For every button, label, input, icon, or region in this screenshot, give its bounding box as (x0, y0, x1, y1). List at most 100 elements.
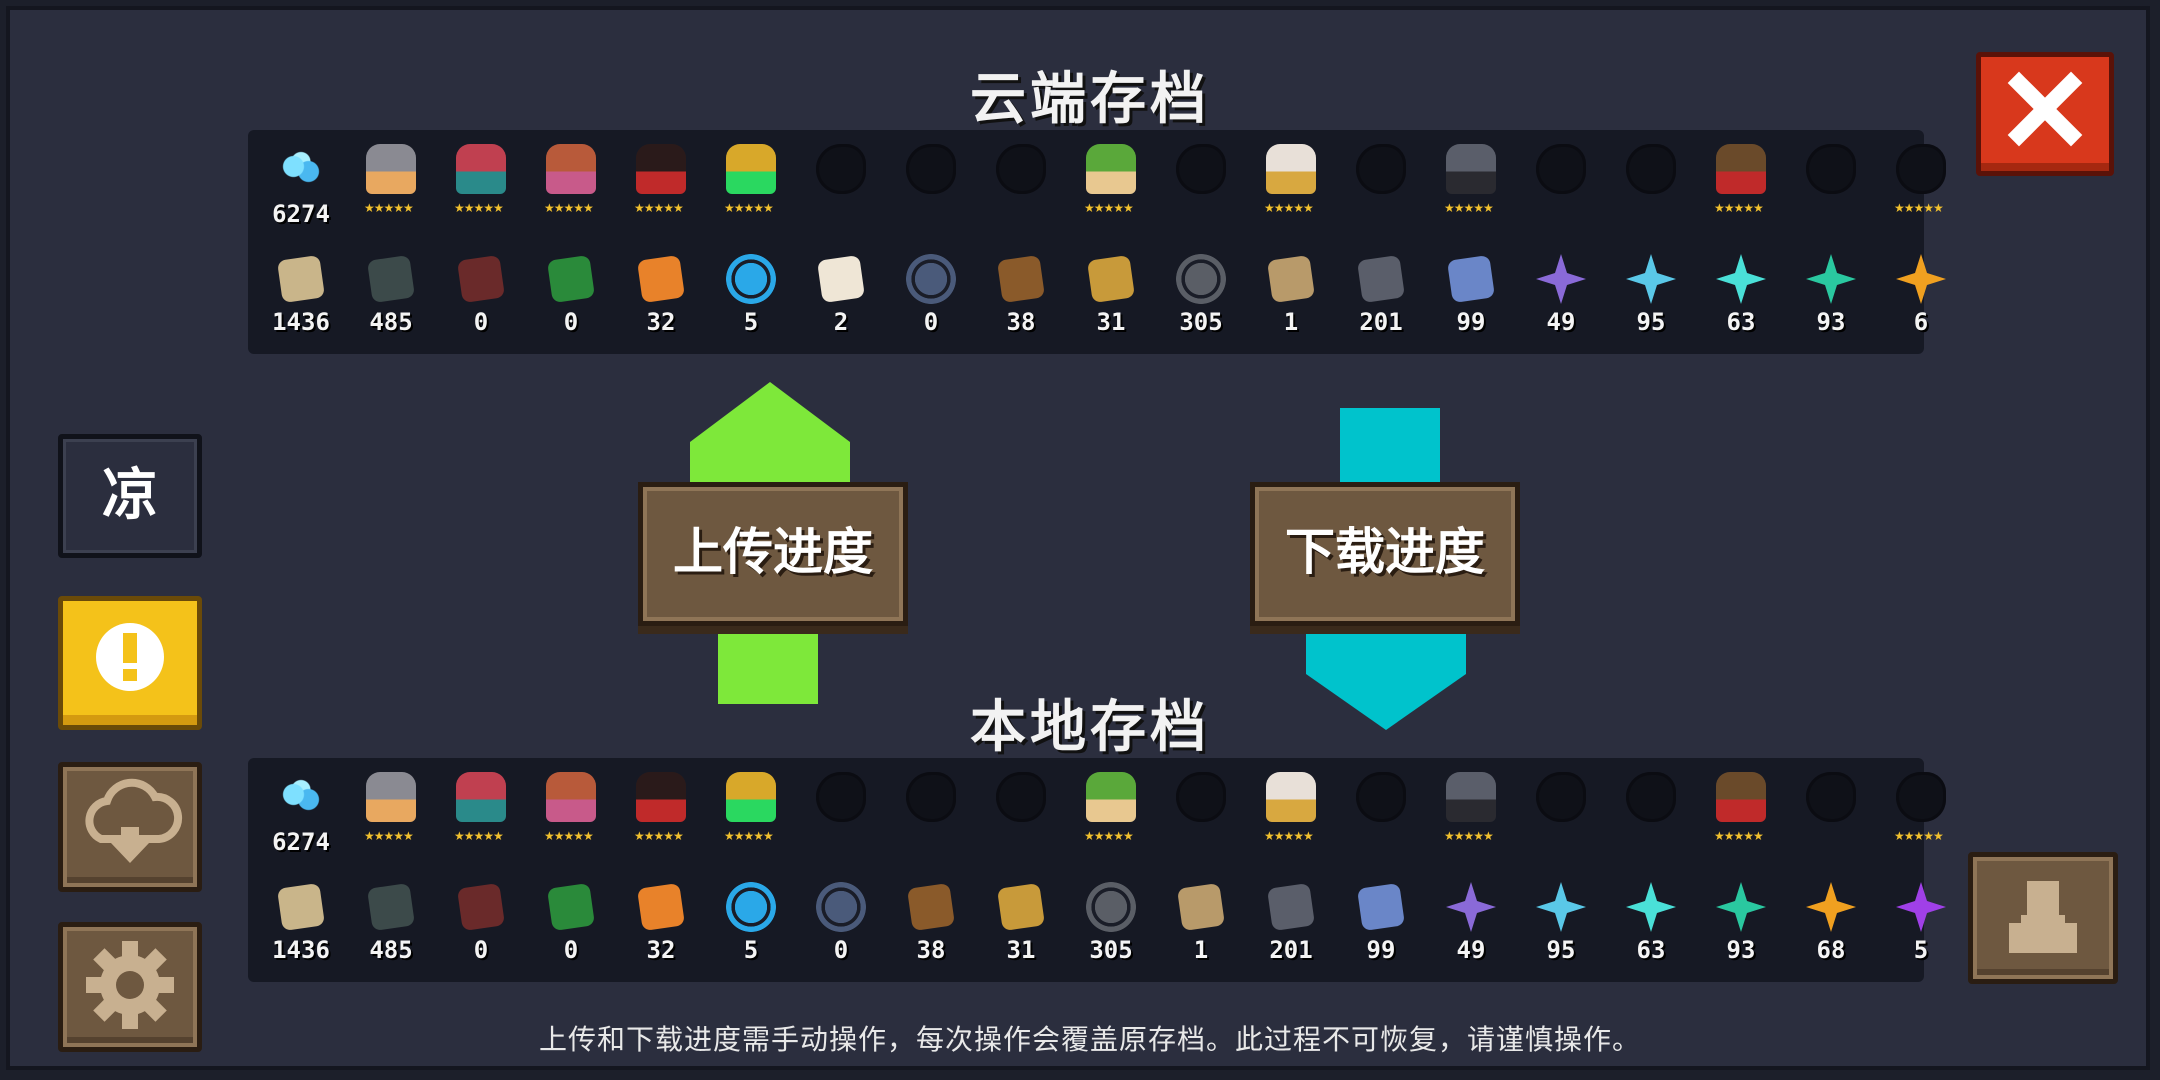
hammer-icon (906, 882, 956, 932)
character-slot-partial[interactable]: ★★★★★ (1876, 130, 1966, 242)
character-slot-locked[interactable] (1786, 130, 1876, 242)
wood-icon (276, 254, 326, 304)
character-slot-locked[interactable] (796, 758, 886, 870)
character-slot-assassin[interactable]: ★★★★★ (616, 758, 706, 870)
material-slot: 201 (1246, 870, 1336, 982)
wings-icon (456, 882, 506, 932)
witch-character-icon (546, 144, 596, 194)
character-slot-locked[interactable] (1606, 130, 1696, 242)
character-slot-berserker[interactable]: ★★★★★ (1696, 130, 1786, 242)
footer-warning-text: 上传和下载进度需手动操作，每次操作会覆盖原存档。此过程不可恢复，请谨慎操作。 (538, 1023, 1641, 1056)
close-x-icon (2007, 71, 2083, 147)
character-slot-witch[interactable]: ★★★★★ (526, 758, 616, 870)
material-slot: 1436 (256, 242, 346, 354)
download-progress-button[interactable]: 下载进度 (1250, 482, 1520, 626)
material-count: 0 (473, 936, 489, 964)
character-slot-locked[interactable] (1606, 758, 1696, 870)
knight-character-icon (366, 772, 416, 822)
local-character-row: 6274★★★★★★★★★★★★★★★★★★★★★★★★★★★★★★★★★★★★… (248, 758, 2048, 870)
character-slot-locked[interactable] (1336, 758, 1426, 870)
wings-icon (456, 254, 506, 304)
material-count: 0 (563, 936, 579, 964)
locked-character-icon (1356, 144, 1406, 194)
ore-icon (1356, 254, 1406, 304)
cloud-save-panel: 6274★★★★★★★★★★★★★★★★★★★★★★★★★★★★★★★★★★★★… (248, 130, 1946, 354)
close-button[interactable] (1976, 52, 2114, 176)
character-slot-robot[interactable]: ★★★★★ (706, 758, 796, 870)
locked-character-icon (1176, 772, 1226, 822)
locked-character-icon (1806, 144, 1856, 194)
material-count: 485 (369, 936, 413, 964)
cloud-download-button[interactable] (58, 762, 202, 892)
character-slot-locked[interactable] (1516, 130, 1606, 242)
locked-character-icon (996, 772, 1046, 822)
character-slot-rogue[interactable]: ★★★★★ (436, 758, 526, 870)
character-slot-locked[interactable] (886, 130, 976, 242)
language-button[interactable]: 凉 (58, 434, 202, 558)
material-slot: 0 (526, 242, 616, 354)
character-slot-priestess[interactable]: ★★★★★ (1246, 130, 1336, 242)
gem-currency-slot: 6274 (256, 758, 346, 870)
character-slot-locked[interactable] (1156, 758, 1246, 870)
character-slot-berserker[interactable]: ★★★★★ (1696, 758, 1786, 870)
gear-part-icon (1176, 254, 1226, 304)
character-slot-locked[interactable] (796, 130, 886, 242)
character-slot-partial[interactable]: ★★★★★ (1876, 758, 1966, 870)
material-slot: 0 (436, 242, 526, 354)
character-slot-locked[interactable] (976, 758, 1066, 870)
character-slot-priestess[interactable]: ★★★★★ (1246, 758, 1336, 870)
priestess-character-icon (1266, 144, 1316, 194)
material-slot: 0 (526, 870, 616, 982)
material-count: 1436 (272, 936, 330, 964)
character-slot-vampire[interactable]: ★★★★★ (1426, 130, 1516, 242)
settings-button[interactable] (58, 922, 202, 1052)
locked-character-icon (816, 144, 866, 194)
material-count: 305 (1179, 308, 1223, 336)
character-slot-elf[interactable]: ★★★★★ (1066, 758, 1156, 870)
character-slot-locked[interactable] (1336, 130, 1426, 242)
material-count: 95 (1546, 936, 1576, 964)
rogue-character-icon (456, 772, 506, 822)
cyan-crystal-icon (1536, 882, 1586, 932)
locked-character-icon (906, 144, 956, 194)
exclamation-icon (96, 623, 164, 691)
material-slot: 5 (706, 870, 796, 982)
profile-button[interactable] (1968, 852, 2118, 984)
material-count: 0 (563, 308, 579, 336)
character-slot-elf[interactable]: ★★★★★ (1066, 130, 1156, 242)
material-slot: 49 (1426, 870, 1516, 982)
character-slot-locked[interactable] (886, 758, 976, 870)
character-stars: ★★★★★ (364, 829, 414, 843)
material-count: 93 (1726, 936, 1756, 964)
character-slot-locked[interactable] (976, 130, 1066, 242)
material-slot: 0 (796, 870, 886, 982)
material-count: 68 (1816, 936, 1846, 964)
cloud-save-title: 云端存档 (970, 67, 1210, 132)
bag-icon (1176, 882, 1226, 932)
character-stars: ★★★★★ (1714, 201, 1764, 215)
character-slot-locked[interactable] (1156, 130, 1246, 242)
character-slot-knight[interactable]: ★★★★★ (346, 130, 436, 242)
locked-character-icon (1896, 144, 1946, 194)
material-count: 49 (1456, 936, 1486, 964)
hammer-icon (996, 254, 1046, 304)
notice-button[interactable] (58, 596, 202, 730)
locked-character-icon (1536, 772, 1586, 822)
elf-character-icon (1086, 772, 1136, 822)
robot-character-icon (726, 772, 776, 822)
gear-part-icon (1086, 882, 1136, 932)
character-slot-assassin[interactable]: ★★★★★ (616, 130, 706, 242)
locked-character-icon (1536, 144, 1586, 194)
upload-progress-button[interactable]: 上传进度 (638, 482, 908, 626)
wood-icon (276, 882, 326, 932)
character-slot-vampire[interactable]: ★★★★★ (1426, 758, 1516, 870)
character-stars: ★★★★★ (544, 829, 594, 843)
feather-icon (1086, 254, 1136, 304)
character-slot-knight[interactable]: ★★★★★ (346, 758, 436, 870)
character-slot-witch[interactable]: ★★★★★ (526, 130, 616, 242)
character-slot-rogue[interactable]: ★★★★★ (436, 130, 526, 242)
character-slot-robot[interactable]: ★★★★★ (706, 130, 796, 242)
character-slot-locked[interactable] (1516, 758, 1606, 870)
material-slot: 93 (1696, 870, 1786, 982)
character-slot-locked[interactable] (1786, 758, 1876, 870)
